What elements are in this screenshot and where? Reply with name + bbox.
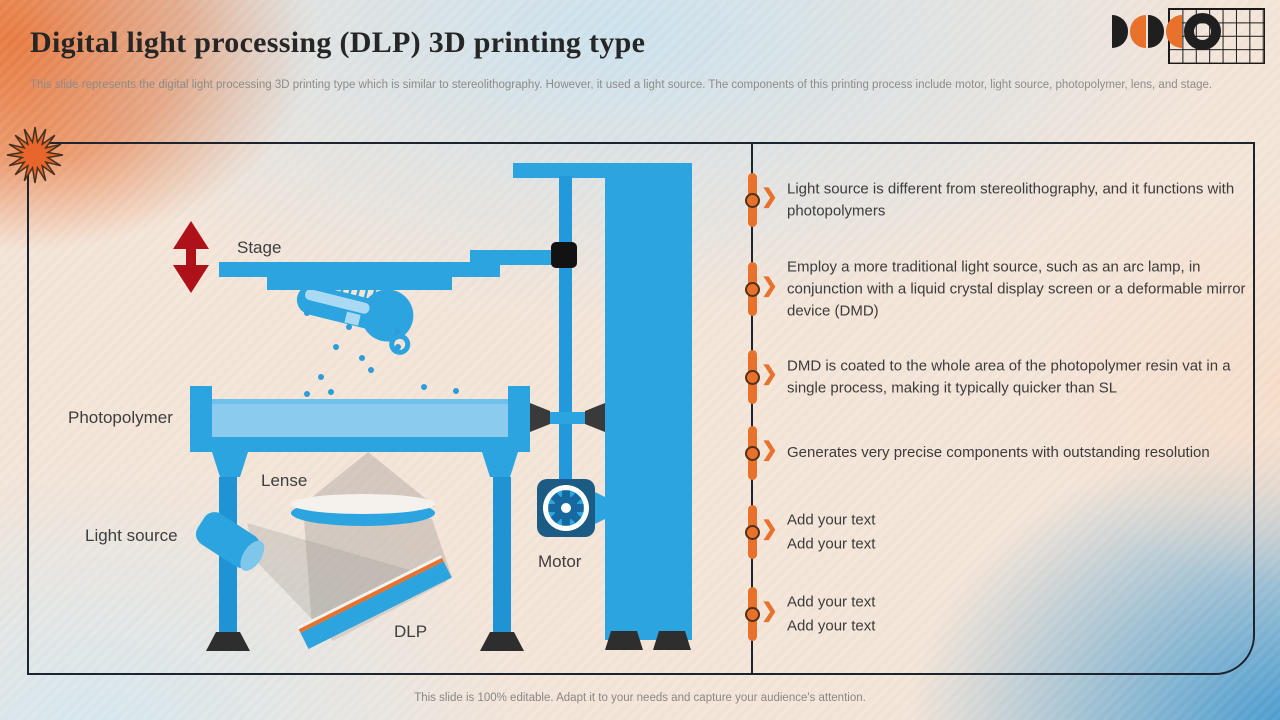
placeholder-text: Add your text xyxy=(787,593,876,611)
placeholder-text: Add your text xyxy=(787,535,876,552)
chevron-right-icon: ❯ xyxy=(761,363,778,385)
bullet-text: Employ a more traditional light source, … xyxy=(787,258,1246,319)
chevron-right-icon: ❯ xyxy=(761,275,778,297)
chevron-right-icon: ❯ xyxy=(761,439,778,461)
vertical-divider xyxy=(751,142,753,673)
bullet-dot-icon xyxy=(744,281,760,297)
logo-halfcircle-icon xyxy=(1130,15,1146,48)
bullet-dot-icon xyxy=(744,369,760,385)
bullet-text: Light source is different from stereolit… xyxy=(787,180,1235,219)
bullet-dot-icon xyxy=(744,524,760,540)
bullet-dot-icon xyxy=(744,606,760,622)
bullet-dot-icon xyxy=(744,192,760,208)
bullet-dot-icon xyxy=(744,445,760,461)
chevron-right-icon: ❯ xyxy=(761,518,778,540)
logo-halfcircle-icon xyxy=(1148,15,1164,48)
chevron-right-icon: ❯ xyxy=(761,600,778,622)
content-frame xyxy=(27,142,1255,675)
slide-description: This slide represents the digital light … xyxy=(30,79,1213,91)
logo-halfcircle-icon xyxy=(1166,15,1182,48)
bullet-text: Generates very precise components with o… xyxy=(787,444,1210,462)
page-title: Digital light processing (DLP) 3D printi… xyxy=(30,26,646,59)
chevron-right-icon: ❯ xyxy=(761,186,778,208)
logo-ring-icon xyxy=(1184,13,1221,50)
bullet-text: DMD is coated to the whole area of the p… xyxy=(787,357,1231,396)
bullet-text: Add your text Add your text xyxy=(787,589,1247,639)
logo-halfcircle-icon xyxy=(1112,15,1128,48)
placeholder-text: Add your text xyxy=(787,511,876,529)
placeholder-text: Add your text xyxy=(787,617,876,634)
bullet-text: Add your text Add your text xyxy=(787,507,1247,557)
footer-note: This slide is 100% editable. Adapt it to… xyxy=(414,692,866,704)
